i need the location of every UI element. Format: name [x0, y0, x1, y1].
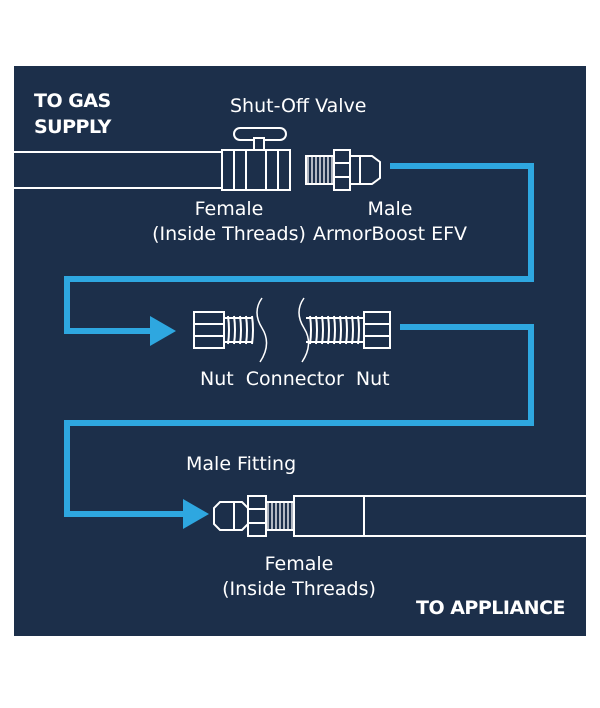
female-top-title: Female [194, 198, 264, 220]
female-bottom-label: Female (Inside Threads) [214, 552, 384, 602]
flow-path [64, 163, 534, 517]
male-top-label: Male ArmorBoost EFV [310, 197, 470, 247]
connector-hose-right-icon [298, 297, 364, 363]
male-top-subtitle: ArmorBoost EFV [312, 223, 468, 245]
flow-arrow-2 [183, 499, 209, 529]
nut-connector-nut-label: Nut Connector Nut [200, 368, 390, 390]
supply-pipe [14, 151, 222, 189]
shutoff-valve-icon [221, 127, 291, 191]
efv-fitting-icon [305, 149, 381, 191]
male-fitting-label: Male Fitting [186, 453, 297, 475]
flow-line-top [64, 163, 534, 334]
right-nut-icon [363, 311, 391, 349]
diagram-panel: TO GAS SUPPLY Shut-Off Valve Female (Ins… [14, 66, 586, 636]
female-bottom-subtitle: (Inside Threads) [222, 578, 376, 600]
plumbing-diagram [14, 127, 586, 537]
female-top-subtitle: (Inside Threads) [152, 223, 306, 245]
to-gas-supply-label: TO GAS SUPPLY [34, 90, 111, 138]
shutoff-valve-label: Shut-Off Valve [230, 95, 367, 117]
appliance-pipe [293, 495, 586, 537]
flow-line-middle [64, 324, 534, 517]
female-top-label: Female (Inside Threads) [152, 197, 306, 247]
female-bottom-title: Female [264, 553, 334, 575]
flow-arrow-1 [150, 316, 176, 346]
male-fitting-icon [213, 495, 295, 537]
connector-hose-left-icon [224, 297, 268, 363]
to-appliance-label: TO APPLIANCE [416, 597, 566, 619]
left-nut-icon [193, 311, 225, 349]
male-top-title: Male [367, 198, 413, 220]
